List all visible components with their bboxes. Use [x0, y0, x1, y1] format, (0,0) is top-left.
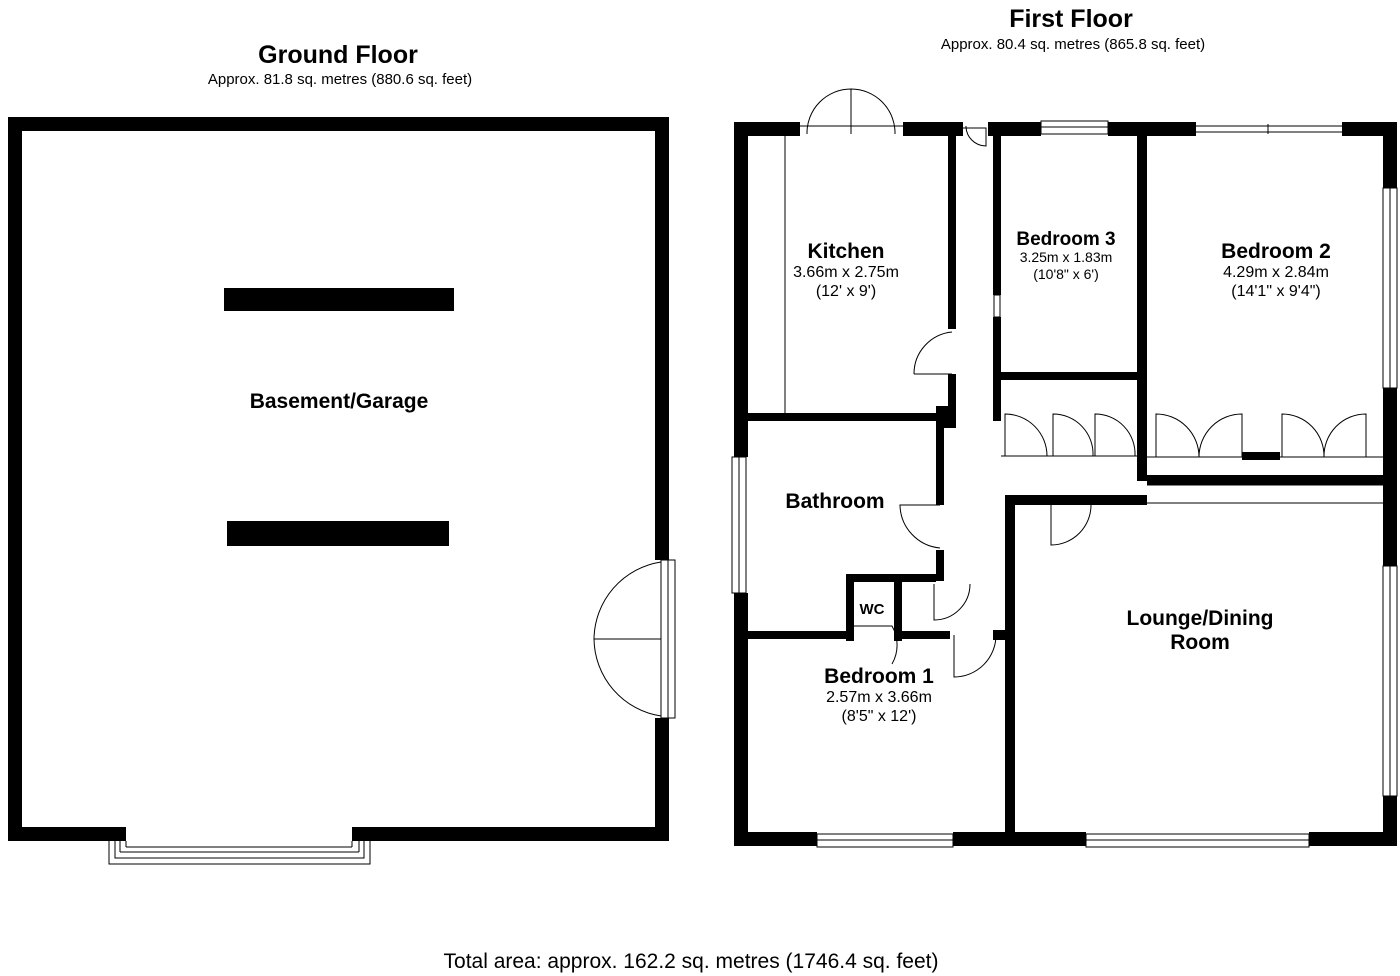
kitchen-door — [913, 331, 953, 375]
bedroom1-door — [953, 634, 997, 678]
bathroom-wall-right-lower — [936, 550, 944, 581]
ground-floor: Ground Floor Approx. 81.8 sq. metres (88… — [8, 41, 676, 865]
bedroom2-dim-imperial: (14'1" x 9'4") — [1231, 283, 1321, 300]
ground-bay-window — [108, 829, 371, 865]
bedroom1-wall-top-2 — [902, 631, 950, 639]
wc-door — [854, 625, 898, 665]
ground-double-door — [593, 559, 676, 719]
ground-floor-area: Approx. 81.8 sq. metres (880.6 sq. feet) — [208, 71, 472, 88]
kitchen-dim-metric: 3.66m x 2.75m — [793, 264, 899, 281]
basement-garage-label: Basement/Garage — [250, 390, 429, 413]
first-wall-left-upper — [734, 122, 748, 457]
total-area: Total area: approx. 162.2 sq. metres (17… — [444, 950, 939, 973]
bedroom3-wall-left-lower — [993, 317, 1001, 421]
first-wall-left-lower — [734, 593, 748, 846]
bedroom2-wardrobes — [1147, 413, 1383, 504]
first-floor: First Floor Approx. 80.4 sq. metres (865… — [731, 5, 1398, 848]
airing-cupboard-door — [933, 583, 971, 621]
first-floor-title: First Floor — [1009, 5, 1133, 33]
bedroom2-label: Bedroom 2 — [1221, 240, 1331, 263]
first-wall-top-3 — [988, 122, 1041, 136]
bedroom3-door-frame — [993, 294, 1001, 318]
ground-wall-right-lower — [655, 718, 669, 841]
bedroom3-label: Bedroom 3 — [1016, 229, 1115, 250]
bedroom3-wall-left — [993, 136, 1001, 295]
bathroom-wall-right-upper — [936, 421, 944, 505]
bedroom1-window — [816, 833, 954, 848]
lounge-label-line2: Room — [1170, 631, 1230, 654]
ground-wall-right-upper — [655, 117, 669, 560]
kitchen-dim-imperial: (12' x 9') — [816, 283, 876, 300]
lounge-wall-left — [1005, 495, 1015, 832]
bedroom2-dim-metric: 4.29m x 2.84m — [1223, 264, 1329, 281]
bedroom3-wall-right — [1137, 136, 1147, 481]
ground-wall-top — [8, 117, 669, 131]
hall-cupboard-wall-bottom — [1005, 495, 1147, 505]
first-wall-right-1 — [1383, 122, 1397, 188]
lounge-bottom-window — [1085, 833, 1310, 848]
hall-top-door — [963, 125, 987, 147]
ground-beam-upper — [224, 288, 454, 311]
bedroom1-label: Bedroom 1 — [824, 665, 934, 688]
ground-floor-title: Ground Floor — [258, 41, 418, 69]
ground-beam-lower — [227, 521, 449, 546]
ground-wall-bottom-right — [352, 827, 669, 841]
kitchen-wall-bottom — [748, 413, 948, 421]
lounge-side-window — [1382, 565, 1398, 797]
first-wall-bottom-2 — [953, 832, 1086, 846]
ground-wall-bottom-left — [8, 827, 126, 841]
bedroom2-side-window — [1382, 187, 1398, 389]
bathroom-label: Bathroom — [785, 490, 884, 513]
hall-cupboard-doors — [1001, 413, 1137, 457]
hall-cupboard-door — [1050, 504, 1092, 546]
lounge-label-line1: Lounge/Dining — [1127, 607, 1274, 630]
bedroom1-wall-top — [748, 631, 846, 639]
first-wall-bottom-3 — [1309, 832, 1397, 846]
first-wall-top-4 — [1108, 122, 1196, 136]
first-wall-right-2 — [1383, 388, 1397, 566]
bedroom1-dim-imperial: (8'5" x 12') — [842, 708, 917, 725]
first-floor-area: Approx. 80.4 sq. metres (865.8 sq. feet) — [941, 36, 1205, 53]
bedroom1-dim-metric: 2.57m x 3.66m — [826, 689, 932, 706]
wc-wall-top — [846, 574, 936, 582]
bedroom3-window — [1040, 120, 1109, 135]
bedroom3-wall-bottom — [1001, 372, 1137, 380]
lounge-wall-top-cap — [993, 630, 1015, 640]
bedroom3-dim-imperial: (10'8" x 6') — [1033, 266, 1099, 282]
bedroom2-top-window — [1196, 124, 1342, 134]
first-wall-top-1 — [734, 122, 800, 136]
bedroom3-dim-metric: 3.25m x 1.83m — [1020, 249, 1113, 265]
ground-wall-left — [8, 117, 22, 841]
wc-wall-left — [846, 574, 854, 641]
kitchen-label: Kitchen — [807, 240, 884, 263]
wc-wall-right — [894, 582, 902, 641]
kitchen-wall-right — [948, 136, 956, 329]
bathroom-door — [899, 504, 941, 549]
first-wall-bottom-1 — [734, 832, 817, 846]
kitchen-french-doors — [800, 88, 903, 135]
wc-label: WC — [860, 601, 885, 618]
kitchen-wall-right-lower — [948, 374, 956, 428]
first-wall-top-2 — [903, 122, 963, 136]
bathroom-window — [731, 456, 747, 594]
